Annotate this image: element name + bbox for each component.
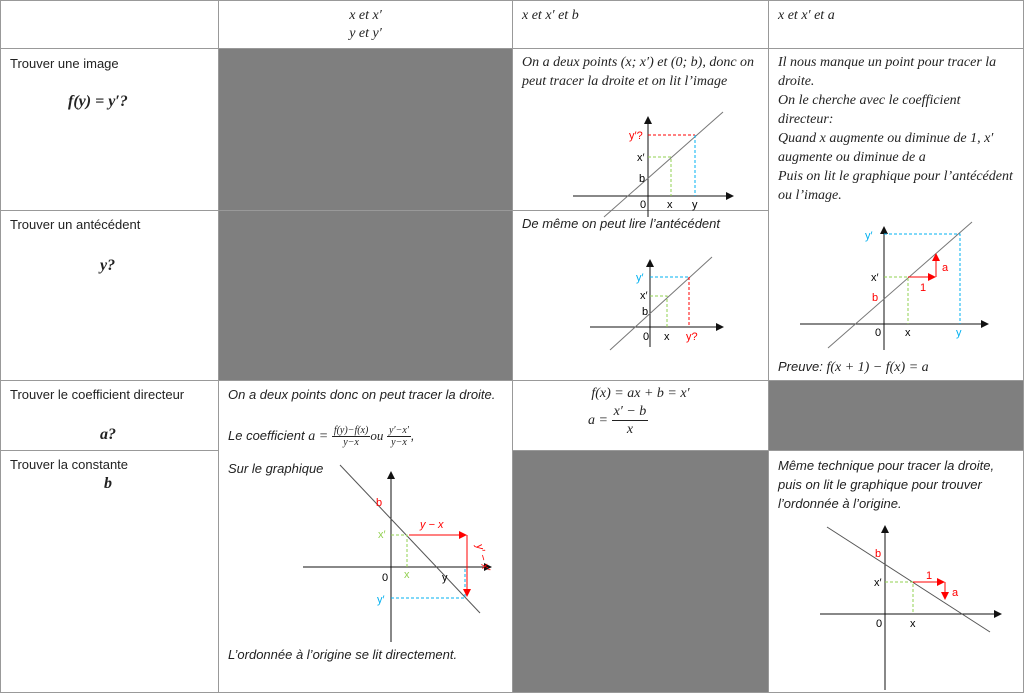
coef-frac2: y′−x′y−x	[386, 425, 411, 448]
row-formula-image: f(y) = y′?	[68, 93, 128, 110]
row-label-image: Trouver une image	[10, 56, 119, 71]
den: x	[626, 422, 634, 437]
ou: ou	[370, 427, 384, 443]
a-text-line: Il nous manque un point pour tracer la d…	[778, 55, 997, 89]
antecedent-b-text: De même on peut lire l’antécédent	[522, 216, 721, 231]
a-proof: Preuve: f(x + 1) − f(x) = a	[778, 357, 929, 377]
coef-text1: On a deux points donc on peut tracer la …	[228, 387, 496, 402]
num: y′−x′	[386, 425, 411, 437]
row1-col2-empty	[218, 48, 513, 211]
comma: ,	[410, 427, 415, 443]
coef-frac1: f(y)−f(x)y−x	[331, 425, 371, 448]
a-text-line: Quand x augmente ou diminue de 1, x′ aug…	[778, 131, 994, 165]
header-col2-line1: x et x′	[349, 8, 382, 23]
row-label-coefficient: Trouver le coefficient directeur	[10, 387, 185, 402]
proof-formula: f(x + 1) − f(x) = a	[826, 360, 929, 375]
a-text-line: Puis on lit le graphique pour l’antécéde…	[778, 169, 1013, 203]
row-label-constante: Trouver la constante	[10, 457, 129, 472]
row-formula-antecedent: y?	[100, 257, 116, 274]
a-text: Il nous manque un point pour tracer la d…	[778, 53, 1018, 205]
row2-col3	[512, 210, 769, 381]
image-b-text: On a deux points (x; x′) et (0; b), donc…	[522, 55, 755, 89]
den: y−x	[391, 437, 407, 448]
row-label-antecedent: Trouver un antécédent	[10, 217, 141, 232]
a-eq: a =	[588, 412, 608, 428]
num: f(y)−f(x)	[331, 425, 371, 437]
proof-label: Preuve:	[778, 359, 823, 374]
header-col3-text: x et x′ et b	[522, 8, 579, 23]
row2-label-cell	[0, 210, 219, 381]
header-empty	[0, 0, 219, 49]
row2-col2-empty	[218, 210, 513, 381]
coef-footer: L’ordonnée à l’origine se lit directemen…	[228, 647, 458, 662]
header-col2-line2: y et y′	[349, 26, 382, 41]
num: x′ − b	[611, 404, 649, 421]
coef-a: a =	[308, 428, 329, 444]
coef-label: Le coefficient	[228, 427, 305, 443]
row-formula-constante: b	[104, 475, 112, 492]
a-text-line: On le cherche avec le coefficient direct…	[778, 93, 961, 127]
coef-graph-label: Sur le graphique	[228, 461, 324, 476]
coef-b-equation: f(x) = ax + b = x′	[591, 386, 690, 401]
den: y−x	[343, 437, 359, 448]
const-text: Même technique pour tracer la droite, pu…	[778, 458, 995, 511]
header-col4-text: x et x′ et a	[778, 8, 835, 23]
row3-col4-empty	[768, 380, 1024, 451]
row4-col3-empty	[512, 450, 769, 693]
row-formula-coefficient: a?	[100, 426, 116, 443]
